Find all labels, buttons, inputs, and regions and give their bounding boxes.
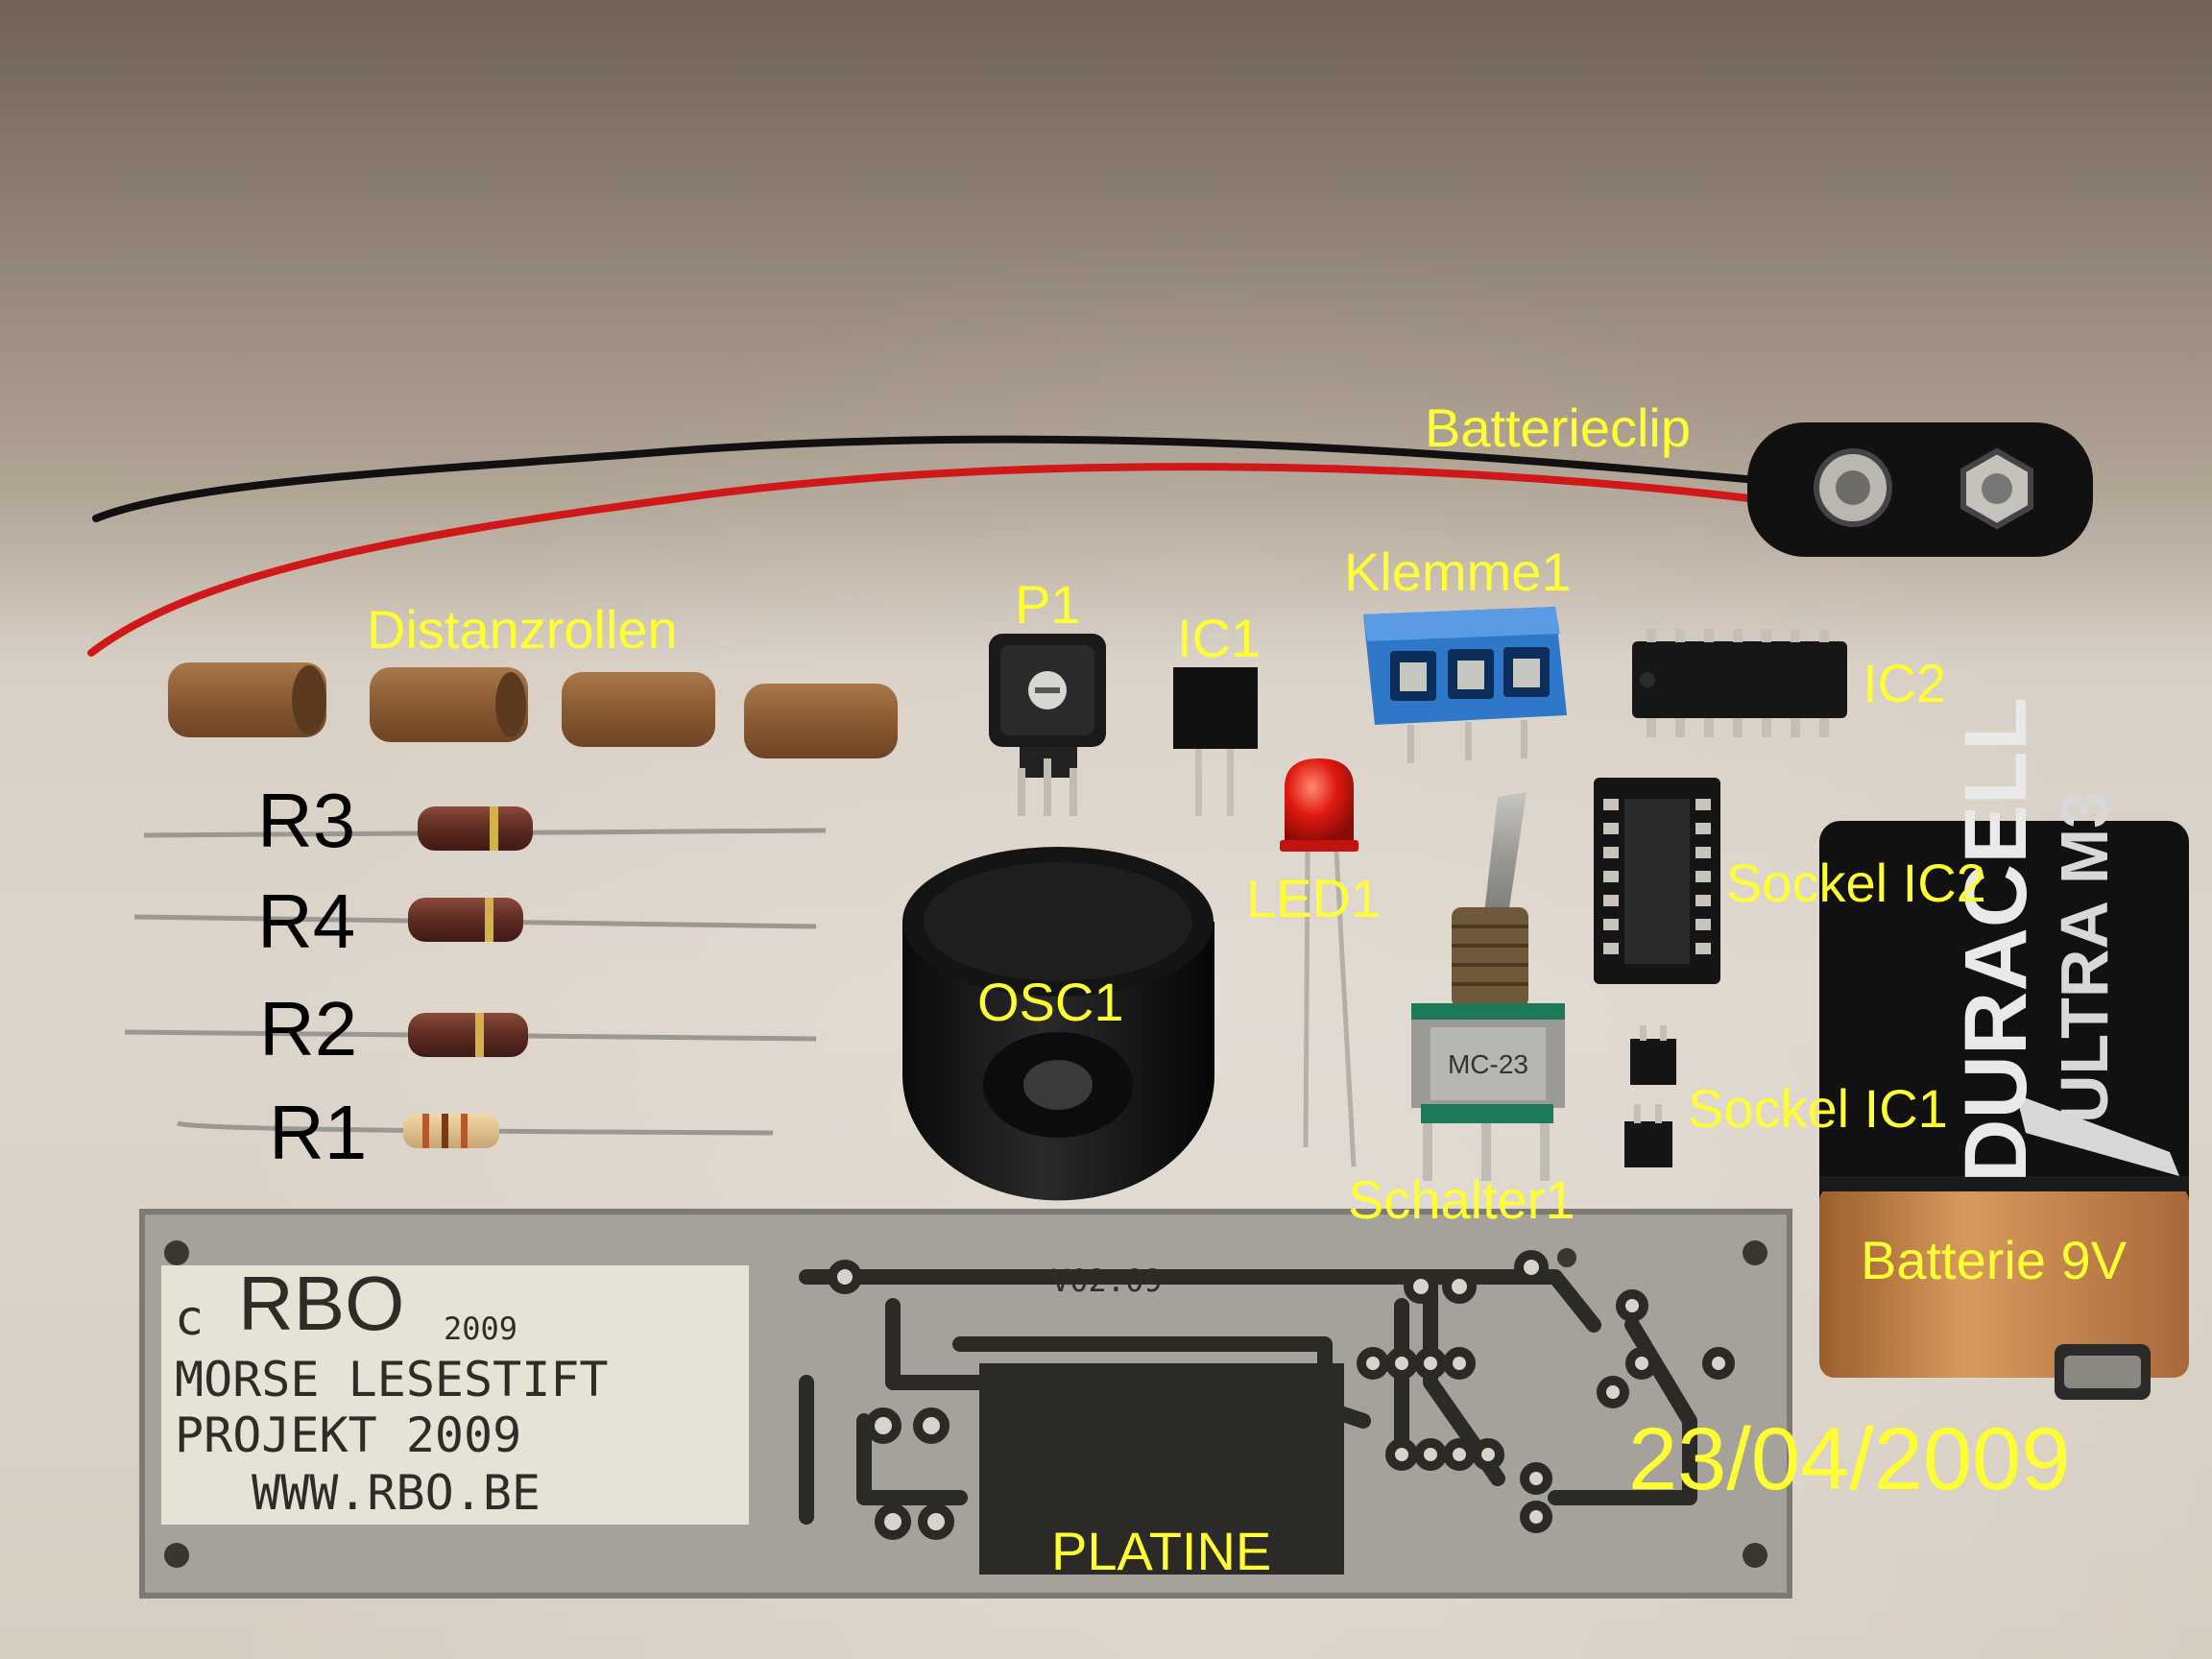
battery-clip-wires: [87, 435, 1761, 657]
spacer-rolls: [168, 662, 898, 758]
resistors: [124, 806, 827, 1148]
battery-clip: [1747, 422, 2093, 557]
label-r2: R2: [259, 986, 358, 1071]
terminal-block: [1363, 607, 1567, 763]
label-klemme1: Klemme1: [1344, 541, 1572, 602]
ic2-chip: [1632, 629, 1847, 737]
pcb-line-1: MORSE LESESTIFT: [175, 1352, 609, 1407]
label-led1: LED1: [1246, 868, 1382, 928]
label-p1: P1: [1015, 574, 1081, 635]
label-batterieclip: Batterieclip: [1425, 397, 1692, 458]
label-ic1: IC1: [1177, 608, 1262, 668]
label-distanzrollen: Distanzrollen: [367, 599, 678, 660]
battery-9v: DURACELL ULTRA M3: [1819, 697, 2189, 1400]
battery-model: ULTRA M3: [2047, 791, 2122, 1123]
label-osc1: OSC1: [977, 972, 1124, 1032]
pcb-line-2: PROJEKT 2009: [175, 1407, 522, 1463]
pcb-copyright-c: c: [175, 1290, 204, 1346]
battery-brand: DURACELL: [1947, 697, 2045, 1183]
pcb-year: 2009: [444, 1310, 518, 1347]
label-ic2: IC2: [1863, 653, 1947, 713]
label-schalter1: Schalter1: [1348, 1169, 1575, 1230]
led1: [1280, 758, 1358, 1167]
date-stamp: 23/04/2009: [1628, 1410, 2071, 1508]
socket-ic2: [1594, 778, 1720, 984]
label-r1: R1: [269, 1090, 368, 1175]
pcb-board: [139, 1209, 1792, 1599]
buzzer-osc1: [902, 847, 1214, 1201]
pcb-version: V02.09: [1051, 1262, 1163, 1299]
label-r4: R4: [257, 878, 356, 964]
toggle-switch: MC-23: [1411, 792, 1565, 1181]
label-sockel-ic1: Sockel IC1: [1688, 1078, 1948, 1139]
label-batterie-9v: Batterie 9V: [1861, 1230, 2128, 1290]
label-sockel-ic2: Sockel IC2: [1726, 853, 1986, 913]
label-r3: R3: [257, 778, 356, 863]
label-platine: PLATINE: [1051, 1521, 1272, 1581]
socket-ic1: [1624, 1025, 1676, 1167]
pcb-line-3: WWW.RBO.BE: [252, 1465, 541, 1521]
pcb-brand: RBO: [238, 1261, 405, 1346]
ic1-component: [1173, 667, 1258, 816]
switch-print: MC-23: [1448, 1049, 1528, 1079]
trimmer-p1: [989, 634, 1106, 816]
